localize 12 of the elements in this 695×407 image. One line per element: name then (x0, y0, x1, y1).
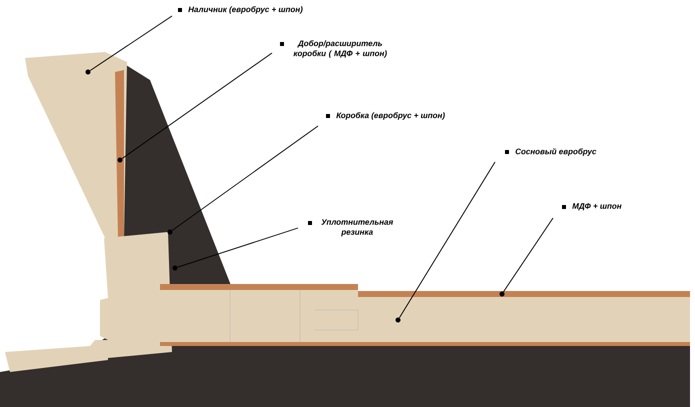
callout-label: МДФ + шпон (562, 203, 622, 210)
leader-line (172, 126, 318, 231)
callout-label: Сосновый евробрус (505, 148, 596, 156)
callout-label: Наличник (евробрус + шпон) (178, 6, 303, 14)
leader-line (503, 218, 554, 292)
leader-line (90, 16, 172, 71)
callout-label: Коробка (евробрус + шпон) (326, 112, 445, 120)
callout-label: Уплотнительная резинка (308, 219, 394, 236)
leader-line (177, 228, 298, 268)
leader-line (398, 162, 496, 318)
callout-label: Добор/расширитель коробки ( МДФ + шпон) (280, 40, 387, 58)
leader-line (122, 52, 272, 159)
